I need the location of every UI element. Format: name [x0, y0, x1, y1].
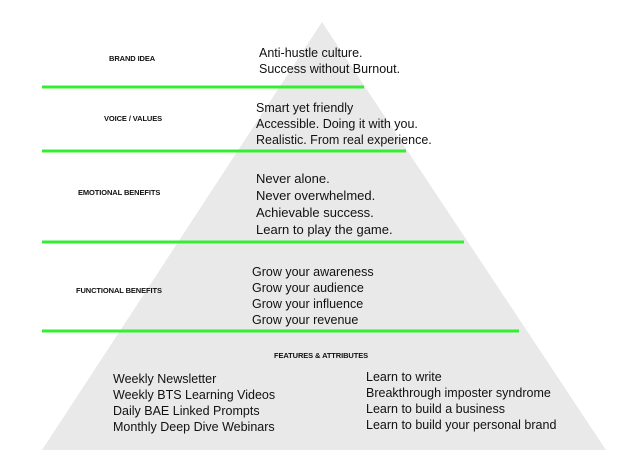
tier-text-brand-idea: Anti-hustle culture. Success without Bur…: [259, 45, 400, 77]
tier-line: Grow your influence: [252, 297, 364, 311]
tier-line: Never overwhelmed.: [256, 188, 376, 203]
tier-label-brand-idea: BRAND IDEA: [109, 54, 156, 63]
pyramid-shape: [42, 22, 606, 450]
tier-line: Learn to write: [366, 370, 442, 384]
tier-text-emotional-benefits: Never alone. Never overwhelmed. Achievab…: [256, 170, 393, 238]
tier-line: Breakthrough imposter syndrome: [366, 386, 551, 400]
tier-line: Realistic. From real experience.: [256, 133, 432, 147]
tier-line: Grow your awareness: [252, 265, 374, 279]
tier-text-voice-values: Smart yet friendly Accessible. Doing it …: [256, 100, 432, 148]
tier-text-functional-benefits: Grow your awareness Grow your audience G…: [252, 264, 374, 328]
tier-line: Grow your audience: [252, 281, 364, 295]
tier-label-functional-benefits: FUNCTIONAL BENEFITS: [76, 286, 162, 295]
tier-line: Smart yet friendly: [256, 101, 354, 115]
tier-line: Accessible. Doing it with you.: [256, 117, 418, 131]
tier-line: Learn to play the game.: [256, 222, 393, 237]
tier-line: Weekly Newsletter: [113, 372, 217, 386]
tier-text-features-left: Weekly Newsletter Weekly BTS Learning Vi…: [113, 371, 275, 435]
tier-label-emotional-benefits: EMOTIONAL BENEFITS: [78, 188, 161, 197]
tier-label-features-attributes: FEATURES & ATTRIBUTES: [274, 351, 369, 360]
tier-line: Never alone.: [256, 171, 330, 186]
tier-label-voice-values: VOICE / VALUES: [104, 114, 163, 123]
tier-line: Weekly BTS Learning Videos: [113, 388, 276, 402]
tier-line: Anti-hustle culture.: [259, 46, 363, 60]
tier-line: Daily BAE Linked Prompts: [113, 404, 260, 418]
tier-line: Grow your revenue: [252, 313, 359, 327]
tier-text-features-right: Learn to write Breakthrough imposter syn…: [366, 369, 556, 433]
tier-line: Learn to build your personal brand: [366, 418, 557, 432]
tier-line: Monthly Deep Dive Webinars: [113, 420, 275, 434]
tier-line: Achievable success.: [256, 205, 374, 220]
tier-line: Learn to build a business: [366, 402, 505, 416]
tier-line: Success without Burnout.: [259, 62, 401, 76]
